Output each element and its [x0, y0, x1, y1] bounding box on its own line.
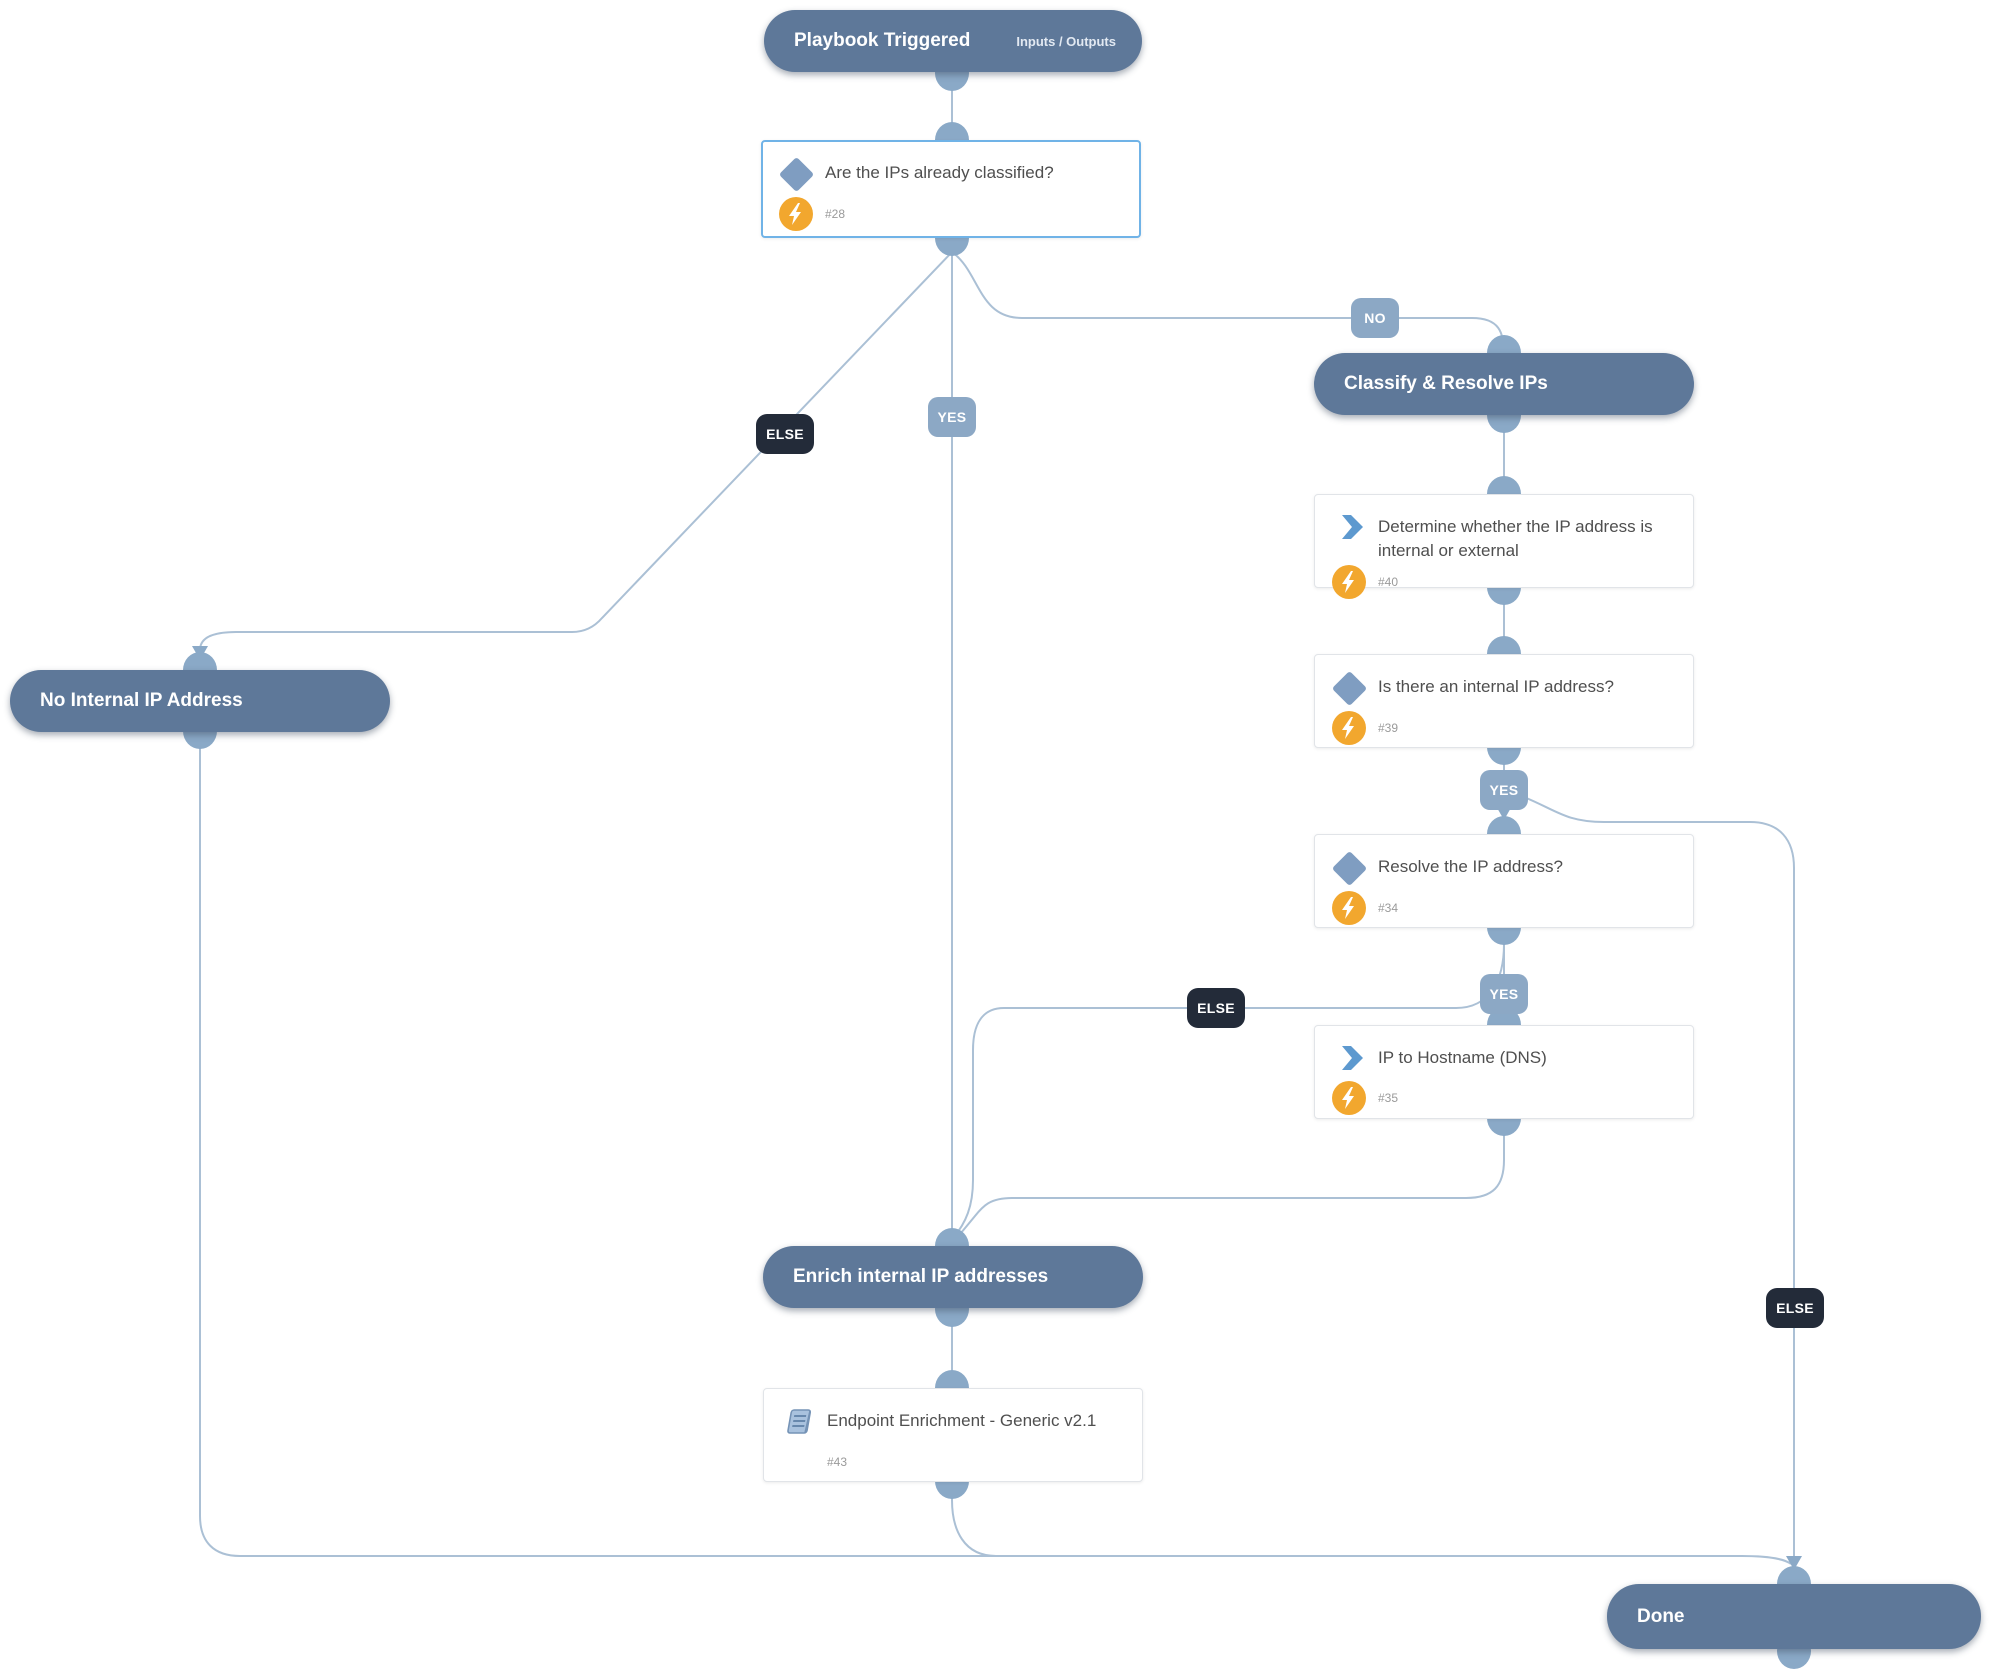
task-row-bottom: #28: [779, 187, 1124, 231]
edge-label-no: NO: [1351, 298, 1399, 338]
task-id: #39: [1378, 721, 1399, 735]
task-ip-to-hostname-dns[interactable]: IP to Hostname (DNS) #35: [1314, 1025, 1694, 1119]
icon-cell: [1332, 891, 1378, 925]
icon-cell: [779, 197, 825, 231]
task-title: IP to Hostname (DNS): [1378, 1048, 1547, 1067]
icon-cell: [781, 1406, 827, 1436]
task-row-bottom: #43: [781, 1453, 1126, 1469]
task-id: #35: [1378, 1091, 1399, 1105]
lightning-icon: [1332, 1081, 1366, 1115]
node-title: No Internal IP Address: [40, 690, 243, 711]
lightning-icon: [1332, 565, 1366, 600]
task-title: Resolve the IP address?: [1378, 857, 1563, 876]
task-id: #28: [825, 207, 846, 221]
task-is-internal-ip[interactable]: Is there an internal IP address? #39: [1314, 654, 1694, 748]
task-row-bottom: #34: [1332, 881, 1677, 925]
node-playbook-triggered[interactable]: Playbook Triggered Inputs / Outputs: [764, 10, 1142, 72]
edge-39-else-to-done: [1523, 796, 1795, 1556]
task-id: #34: [1378, 901, 1399, 915]
task-are-ips-classified[interactable]: Are the IPs already classified? #28: [761, 140, 1141, 238]
node-title: Done: [1637, 1605, 1685, 1627]
inputs-outputs-link[interactable]: Inputs / Outputs: [1016, 33, 1116, 49]
edges: [199, 73, 1795, 1565]
icon-cell: [1332, 1081, 1378, 1115]
node-title: Playbook Triggered: [794, 30, 971, 51]
task-title: Are the IPs already classified?: [825, 163, 1054, 182]
task-row-top: Are the IPs already classified?: [778, 156, 1124, 193]
edge-label-yes-34: YES: [1480, 974, 1528, 1014]
lightning-icon: [1332, 891, 1366, 925]
edge-no-branch: [951, 251, 1505, 355]
lightning-icon: [1332, 711, 1366, 745]
edge-noip-to-done: [199, 731, 1792, 1565]
task-title: Determine whether the IP address is inte…: [1378, 517, 1653, 561]
task-row-top: Resolve the IP address?: [1331, 850, 1677, 887]
icon-cell: [1331, 850, 1378, 887]
icon-cell: [1332, 565, 1378, 600]
edge-else-left: [199, 251, 953, 651]
task-determine-internal-or-external[interactable]: Determine whether the IP address is inte…: [1314, 494, 1694, 600]
node-no-internal-ip[interactable]: No Internal IP Address: [10, 670, 390, 732]
node-title: Classify & Resolve IPs: [1344, 373, 1548, 394]
edge-35-return: [954, 1118, 1505, 1241]
node-title: Enrich internal IP addresses: [793, 1266, 1049, 1287]
task-row-top: Endpoint Enrichment - Generic v2.1: [781, 1406, 1126, 1436]
task-title: Endpoint Enrichment - Generic v2.1: [827, 1411, 1097, 1430]
edge-label-yes-39: YES: [1480, 770, 1528, 810]
task-row-top: Determine whether the IP address is inte…: [1332, 512, 1677, 563]
edge-43-to-done: [951, 1481, 997, 1557]
node-enrich-internal-ips[interactable]: Enrich internal IP addresses: [763, 1246, 1143, 1308]
node-classify-resolve-ips[interactable]: Classify & Resolve IPs: [1314, 353, 1694, 415]
automation-chevron-icon: [1342, 1046, 1363, 1070]
edge-label-else-34: ELSE: [1187, 988, 1245, 1028]
icon-cell: [1331, 670, 1378, 707]
icon-cell: [1332, 711, 1378, 745]
icon-cell: [1332, 512, 1378, 540]
edge-label-else-left: ELSE: [756, 414, 814, 454]
task-resolve-ip[interactable]: Resolve the IP address? #34: [1314, 834, 1694, 928]
task-row-bottom: #40: [1332, 563, 1677, 600]
icon-cell: [1332, 1043, 1378, 1071]
task-title: Is there an internal IP address?: [1378, 677, 1614, 696]
task-row-bottom: #35: [1332, 1071, 1677, 1115]
node-done[interactable]: Done: [1607, 1584, 1981, 1649]
task-row-top: IP to Hostname (DNS): [1332, 1043, 1677, 1071]
task-row-top: Is there an internal IP address?: [1331, 670, 1677, 707]
task-endpoint-enrichment[interactable]: Endpoint Enrichment - Generic v2.1 #43: [763, 1388, 1143, 1482]
automation-chevron-icon: [1342, 515, 1363, 539]
task-row-bottom: #39: [1332, 701, 1677, 745]
edge-label-else-right: ELSE: [1766, 1288, 1824, 1328]
task-id: #43: [827, 1455, 848, 1469]
playbook-book-icon: [787, 1409, 812, 1434]
icon-cell: [778, 156, 825, 193]
arrowhead-into-done: [1786, 1556, 1802, 1570]
task-id: #40: [1378, 575, 1399, 590]
edge-label-yes-main: YES: [928, 397, 976, 437]
lightning-icon: [779, 197, 813, 231]
